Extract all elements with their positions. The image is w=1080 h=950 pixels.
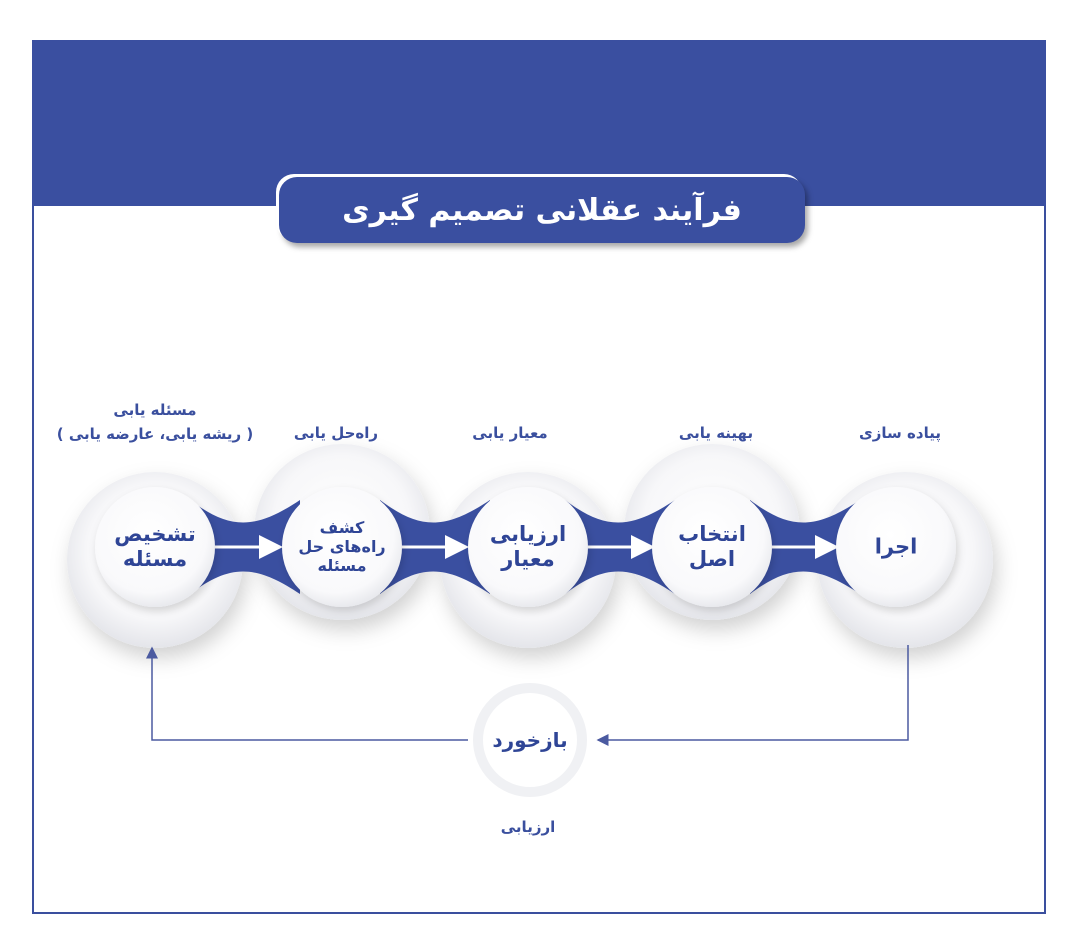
step-circles — [95, 487, 956, 607]
step-3-label: معیار یابی — [472, 424, 548, 442]
step-3-node[interactable]: ارزیابی معیار — [489, 521, 567, 571]
feedback-node[interactable]: بازخورد — [492, 728, 568, 752]
title-banner: فرآیند عقلانی تصمیم گیری — [279, 177, 805, 243]
step-2-node[interactable]: کشف راه‌های حل مسئله — [298, 518, 386, 576]
step-1-label: مسئله یابی ( ریشه یابی، عارضه یابی ) — [56, 401, 254, 443]
step-4-label: بهینه یابی — [678, 424, 754, 442]
step-5-node[interactable]: اجرا — [874, 534, 918, 559]
step-2-label: راه‌حل یابی — [293, 424, 379, 442]
step-4-node[interactable]: انتخاب اصل — [678, 521, 746, 571]
step-1-node[interactable]: تشخیص مسئله — [114, 521, 196, 571]
step-5-label: پیاده سازی — [859, 424, 941, 442]
feedback-circle — [473, 683, 587, 797]
page-title: فرآیند عقلانی تصمیم گیری — [342, 192, 742, 228]
feedback-loop — [146, 645, 909, 746]
feedback-caption: ارزیابی — [500, 818, 556, 836]
